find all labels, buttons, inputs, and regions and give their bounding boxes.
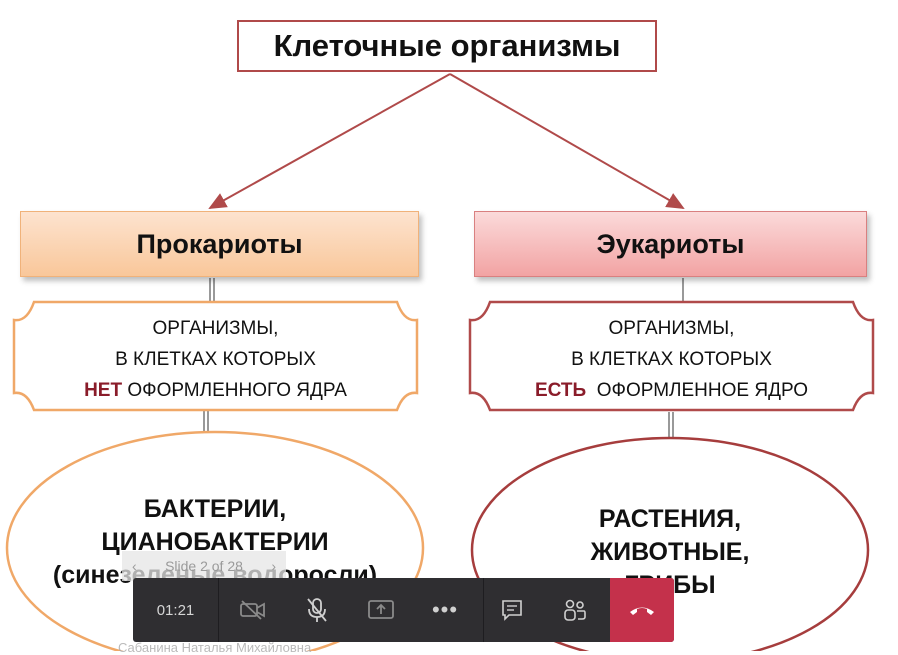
- share-screen-button[interactable]: [353, 578, 409, 642]
- example-line: РАСТЕНИЯ,: [598, 505, 742, 533]
- desc-line: ЕСТЬ ОФОРМЛЕННОЕ ЯДРО: [470, 375, 873, 406]
- example-line: ЖИВОТНЫЕ,: [590, 538, 750, 566]
- eukaryotes-desc-frame: [468, 300, 875, 412]
- diagram-title: Клеточные организмы: [237, 20, 657, 72]
- arrow-to-eukaryotes: [449, 73, 685, 209]
- hang-up-icon: [630, 607, 654, 615]
- desc-highlight: НЕТ: [84, 380, 123, 401]
- presenter-name: Сабанина Наталья Михайловна: [118, 640, 312, 655]
- example-line: БАКТЕРИИ,: [143, 495, 287, 523]
- more-options-button[interactable]: •••: [417, 578, 473, 642]
- camera-toggle-button[interactable]: [225, 578, 281, 642]
- prokaryotes-desc-frame: [12, 300, 419, 412]
- hang-up-button[interactable]: [610, 578, 674, 642]
- desc-highlight: ЕСТЬ: [535, 380, 587, 401]
- desc-line: В КЛЕТКАХ КОТОРЫХ: [115, 349, 316, 370]
- slide-counter: Slide 2 of 28: [165, 558, 243, 574]
- chat-button[interactable]: [483, 578, 540, 642]
- desc-rest: ОФОРМЛЕННОЕ ЯДРО: [586, 380, 808, 401]
- participants-icon: [564, 599, 586, 621]
- slide-navigator: ‹ Slide 2 of 28 ›: [122, 551, 286, 581]
- desc-line: ОРГАНИЗМЫ,: [608, 318, 735, 339]
- chevron-right-icon[interactable]: ›: [271, 558, 276, 574]
- prokaryotes-heading: Прокариоты: [20, 211, 419, 277]
- chat-icon: [502, 600, 522, 621]
- prokaryotes-description: ОРГАНИЗМЫ, В КЛЕТКАХ КОТОРЫХ НЕТ ОФОРМЛЕ…: [14, 313, 417, 406]
- desc-line: ОРГАНИЗМЫ,: [152, 318, 279, 339]
- chevron-left-icon[interactable]: ‹: [132, 558, 137, 574]
- video-off-icon: [240, 600, 265, 620]
- share-screen-icon: [368, 600, 394, 619]
- mic-toggle-button[interactable]: [289, 578, 345, 642]
- call-control-bar: 01:21 •••: [133, 578, 674, 642]
- more-options-icon: •••: [431, 597, 459, 622]
- desc-rest: ОФОРМЛЕННОГО ЯДРА: [122, 380, 347, 401]
- mic-off-icon: [307, 598, 327, 622]
- eukaryotes-description: ОРГАНИЗМЫ, В КЛЕТКАХ КОТОРЫХ ЕСТЬ ОФОРМЛ…: [470, 313, 873, 406]
- desc-line: НЕТ ОФОРМЛЕННОГО ЯДРА: [14, 375, 417, 406]
- call-timer: 01:21: [133, 578, 219, 642]
- eukaryotes-heading: Эукариоты: [474, 211, 867, 277]
- participants-button[interactable]: [547, 578, 603, 642]
- arrow-to-prokaryotes: [208, 73, 451, 209]
- desc-line: В КЛЕТКАХ КОТОРЫХ: [571, 349, 772, 370]
